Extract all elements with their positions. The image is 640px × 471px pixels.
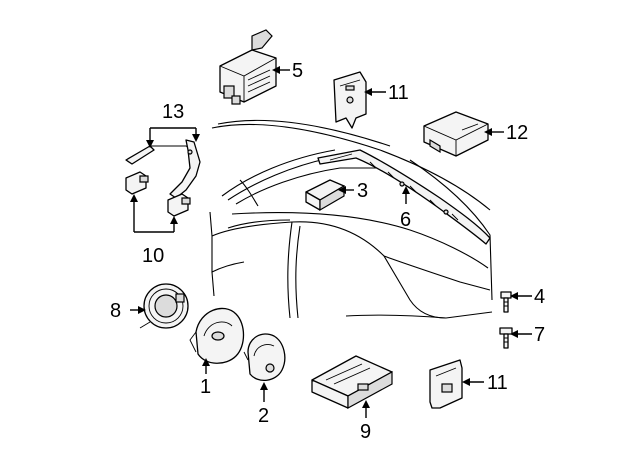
callout-10: 10 xyxy=(142,245,164,267)
knee-airbag-module xyxy=(305,179,345,212)
callout-1: 1 xyxy=(200,376,211,398)
callout-11-upper: 11 xyxy=(388,82,409,104)
callout-5: 5 xyxy=(292,60,303,82)
callout-2: 2 xyxy=(258,405,269,427)
callout-6: 6 xyxy=(400,209,411,231)
callout-4: 4 xyxy=(534,286,545,308)
callout-13: 13 xyxy=(162,101,184,123)
vehicle-outline xyxy=(209,119,493,319)
callout-9: 9 xyxy=(360,421,371,443)
airbag-control-module xyxy=(423,111,489,157)
passenger-airbag-module xyxy=(219,29,277,105)
driver-airbag xyxy=(189,307,245,364)
impact-sensors xyxy=(125,171,191,217)
callout-11-lower: 11 xyxy=(487,372,508,394)
callout-12: 12 xyxy=(506,122,528,144)
callout-labels: 5 11 12 13 3 6 10 8 1 2 9 11 4 7 xyxy=(110,60,545,443)
occupant-sensor-module xyxy=(311,355,393,410)
callout-3: 3 xyxy=(357,180,368,202)
bolt-upper xyxy=(500,291,512,313)
callout-7: 7 xyxy=(534,324,545,346)
inflator-unit xyxy=(243,333,286,381)
curtain-airbag xyxy=(317,149,491,245)
bolt-lower xyxy=(499,327,513,349)
mounting-bracket-upper xyxy=(333,71,367,129)
mounting-bracket-lower xyxy=(429,359,463,409)
callout-8: 8 xyxy=(110,300,121,322)
leader-lines xyxy=(130,66,532,418)
clock-spring xyxy=(139,283,189,329)
